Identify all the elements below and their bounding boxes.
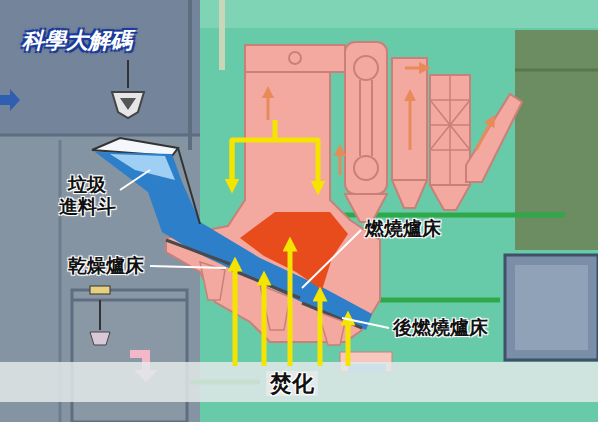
part-label-box: 乾燥爐床: [68, 255, 144, 277]
watermark-box: 科學大解碼: [22, 28, 132, 53]
part-label: 燃燒爐床: [365, 218, 441, 240]
watermark: 科學大解碼: [22, 28, 132, 53]
part-label-box: 後燃燒爐床: [393, 317, 488, 339]
caption: 焚化: [266, 371, 318, 396]
part-label: 後燃燒爐床: [393, 317, 488, 339]
part-label-box: 燃燒爐床: [365, 218, 441, 240]
caption-box: 焚化: [0, 371, 598, 396]
part-label: 乾燥爐床: [68, 255, 144, 277]
part-label-box: 垃圾 進料斗: [56, 174, 118, 218]
part-label: 垃圾 進料斗: [56, 174, 118, 218]
